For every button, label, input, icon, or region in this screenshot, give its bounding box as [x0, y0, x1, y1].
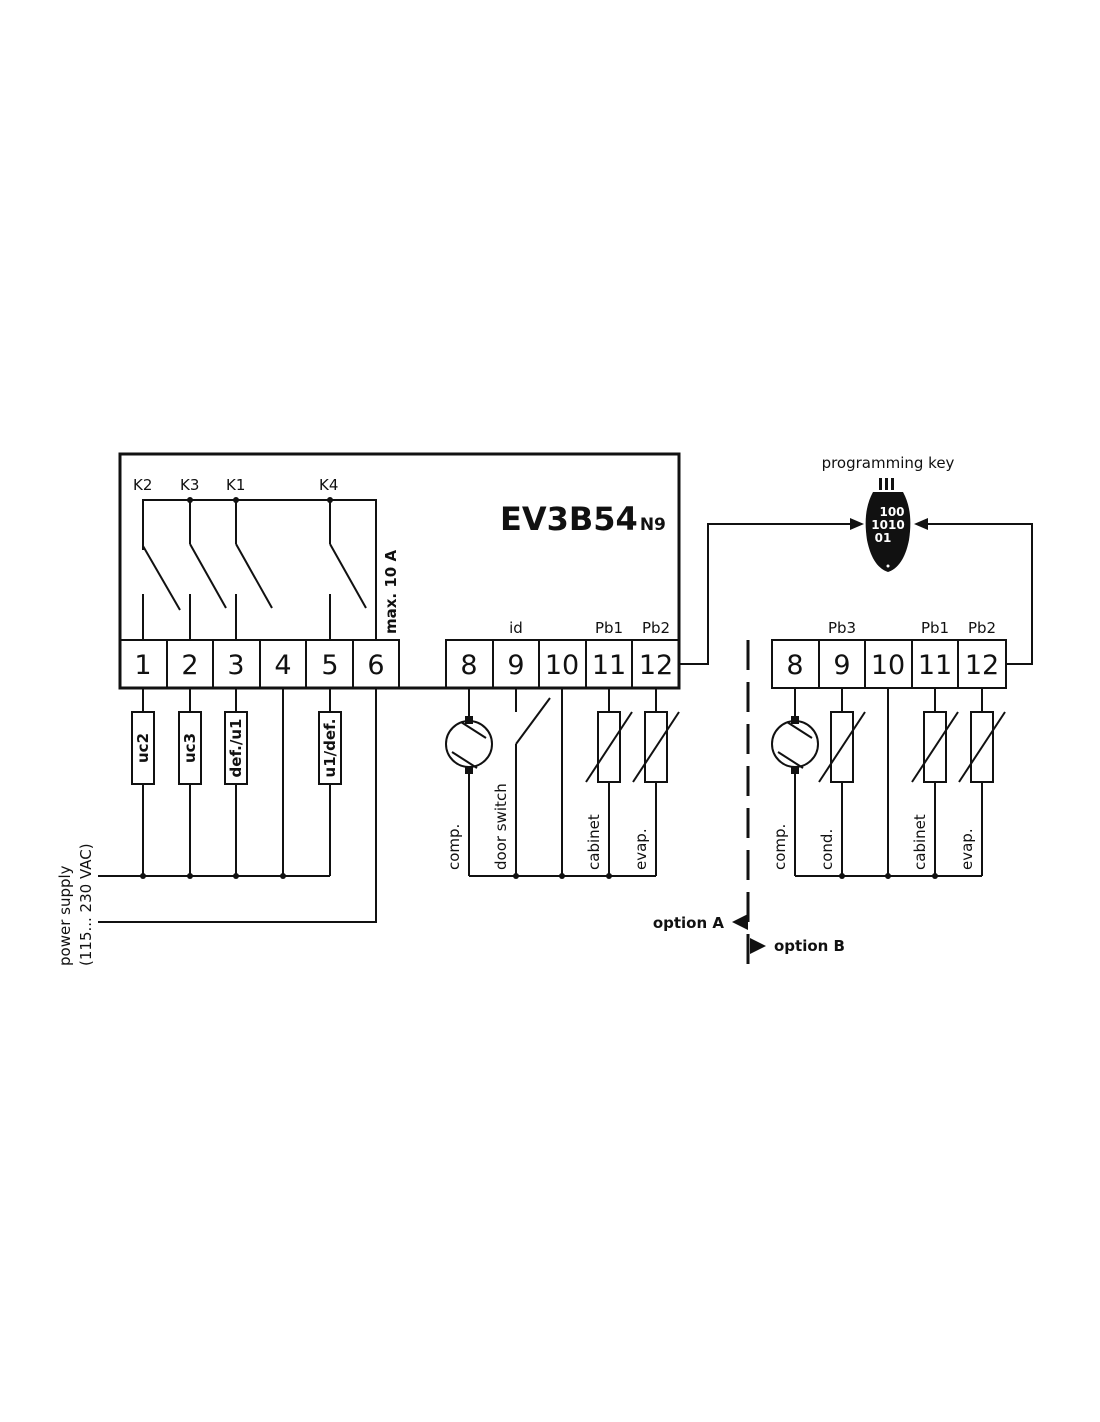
relay-contact-k3 — [189, 543, 227, 640]
junction-dots-b — [839, 873, 938, 879]
terminal-block-main — [119, 639, 400, 689]
terminal-6: 6 — [367, 650, 384, 681]
terminal-3: 3 — [227, 650, 244, 681]
input-label-id: id — [509, 619, 523, 637]
sensor-evap-a — [632, 711, 680, 783]
power-supply-range: (115... 230 VAC) — [77, 843, 95, 966]
terminal-b-9: 9 — [833, 650, 850, 681]
input-label-pb1: Pb1 — [595, 619, 623, 637]
device-label-evap-a: evap. — [632, 828, 650, 870]
terminal-b-10: 10 — [871, 650, 905, 681]
device-label-cabinet-b: cabinet — [911, 814, 929, 870]
input-label-pb2-b: Pb2 — [968, 619, 996, 637]
terminal-4: 4 — [274, 650, 291, 681]
device-label-comp-a: comp. — [445, 824, 463, 870]
device-label-evap-b: evap. — [958, 828, 976, 870]
key-connection-b — [914, 518, 1033, 665]
relay-label-k4: K4 — [319, 476, 338, 494]
option-a-arrow — [732, 914, 748, 930]
terminal-b-8: 8 — [786, 650, 803, 681]
terminal-10: 10 — [545, 650, 579, 681]
sensor-cabinet-a — [585, 711, 633, 783]
option-a-label: option A — [653, 914, 725, 932]
relay-contact-k2 — [142, 545, 181, 640]
relay-common-bus — [142, 497, 377, 640]
key-code-line-1: 100 — [879, 505, 904, 519]
relay-label-k2: K2 — [133, 476, 152, 494]
relay-label-k3: K3 — [180, 476, 199, 494]
terminal-2: 2 — [181, 650, 198, 681]
terminal-5: 5 — [321, 650, 338, 681]
device-label-door-switch: door switch — [492, 783, 510, 870]
input-label-pb3-b: Pb3 — [828, 619, 856, 637]
key-code-line-3: 01 — [875, 531, 892, 545]
load-label-uc3: uc3 — [181, 733, 199, 763]
relay-label-k1: K1 — [226, 476, 245, 494]
device-label-comp-b: comp. — [771, 824, 789, 870]
terminal-b-11: 11 — [918, 650, 952, 681]
load-uc2 — [131, 711, 155, 785]
terminal-11: 11 — [592, 650, 626, 681]
terminal-9: 9 — [507, 650, 524, 681]
sensor-cond-b — [818, 711, 866, 783]
input-label-pb1-b: Pb1 — [921, 619, 949, 637]
relay-contact-k4 — [329, 543, 367, 640]
load-label-u1-def: u1/def. — [321, 719, 339, 778]
max-current-label: max. 10 A — [382, 550, 400, 634]
load-label-def-u1: def./u1 — [227, 719, 245, 778]
load-wiring — [98, 688, 377, 923]
load-u1-def — [318, 711, 342, 785]
input-label-pb2: Pb2 — [642, 619, 670, 637]
load-def-u1 — [224, 711, 248, 785]
key-code-line-2: 1010 — [871, 518, 904, 532]
device-label-cabinet-a: cabinet — [585, 814, 603, 870]
programming-key-icon: 100 1010 01 — [865, 478, 911, 572]
option-b-arrow — [750, 938, 766, 954]
junction-dots-a — [513, 873, 612, 879]
compressor-symbol-a — [445, 716, 493, 774]
device-label-cond-b: cond. — [818, 829, 836, 870]
junction-dots-power — [140, 873, 286, 879]
terminal-12: 12 — [639, 650, 673, 681]
terminal-8: 8 — [460, 650, 477, 681]
sensor-evap-b — [958, 711, 1006, 783]
sensor-cabinet-b — [911, 711, 959, 783]
option-b-label: option B — [774, 937, 845, 955]
relay-contact-k1 — [235, 543, 273, 640]
power-supply-label: power supply — [56, 865, 74, 966]
load-label-uc2: uc2 — [134, 733, 152, 763]
terminal-b-12: 12 — [965, 650, 999, 681]
programming-key-label: programming key — [822, 454, 955, 472]
load-uc3 — [178, 711, 202, 785]
terminal-1: 1 — [134, 650, 151, 681]
compressor-symbol-b — [771, 716, 819, 774]
key-connection-a — [680, 518, 864, 665]
